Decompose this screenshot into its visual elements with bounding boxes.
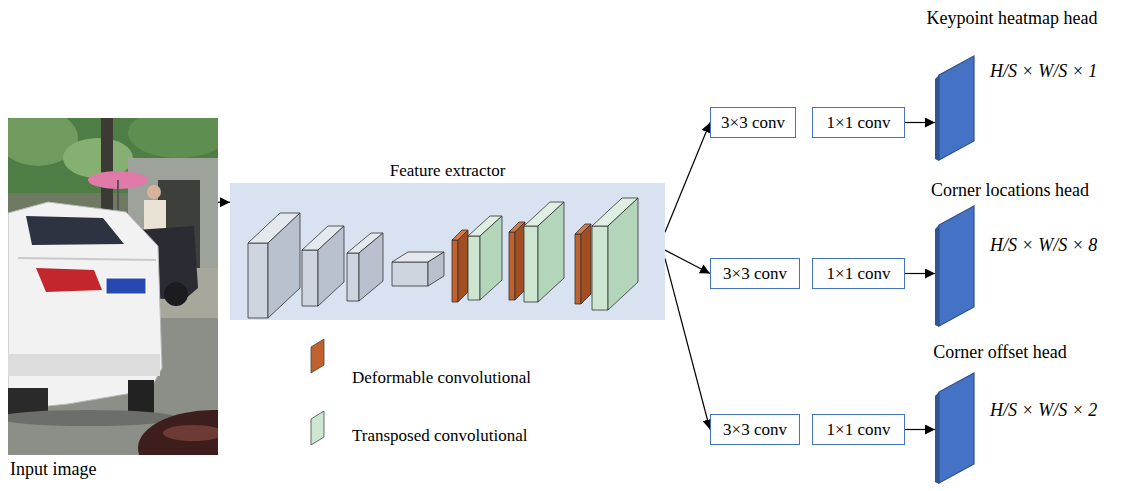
feature-map-shape [935,55,975,161]
arrow-connector [905,122,935,123]
output-dimension: H/S × W/S × 1 [990,61,1097,82]
layer-label: 1×1 conv [827,113,891,133]
feature-map-shape [935,205,975,327]
output-feature-map: Corner offset headH/S × W/S × 2 [935,372,975,484]
feature-extractor-band: Feature extractor [230,183,665,320]
arrow-connector [665,250,710,273]
arrow-connector [665,123,710,233]
layer-label: 1×1 conv [827,264,891,284]
group-heading: Feature extractor [390,161,506,181]
network-blocks [248,198,638,318]
conv-box: 3×3 conv [710,258,800,289]
legend-entry: Deformable convolutional [310,338,570,390]
head-title: Corner offset head [933,342,1067,363]
conv-box: 1×1 conv [812,414,905,445]
layer-label: 3×3 conv [723,420,787,440]
arrow-connector [905,429,935,430]
input-photo: Input image [8,118,218,455]
image-caption: Input image [10,459,96,480]
layer-label: 1×1 conv [827,420,891,440]
output-dimension: H/S × W/S × 8 [990,235,1097,256]
arrow-connector [905,273,935,274]
feature-map-shape [935,372,975,484]
legend-label: Deformable convolutional [352,368,531,388]
output-dimension: H/S × W/S × 2 [990,400,1097,421]
legend-swatch [310,338,326,374]
head-title: Keypoint heatmap head [927,8,1098,29]
legend-swatch [310,410,326,446]
arrow-connector [665,258,710,429]
legend-label: Transposed convolutional [352,426,528,446]
conv-box: 3×3 conv [710,414,800,445]
conv-box: 3×3 conv [710,107,796,138]
street-photo [8,118,218,455]
layer-label: 3×3 conv [721,113,785,133]
arrow-connector [218,202,230,203]
conv-box: 1×1 conv [812,107,905,138]
conv-box: 1×1 conv [812,258,905,289]
output-feature-map: Corner locations headH/S × W/S × 8 [935,205,975,327]
layer-label: 3×3 conv [723,264,787,284]
output-feature-map: Keypoint heatmap headH/S × W/S × 1 [935,55,975,161]
head-title: Corner locations head [931,180,1089,201]
legend-entry: Transposed convolutional [310,410,570,462]
